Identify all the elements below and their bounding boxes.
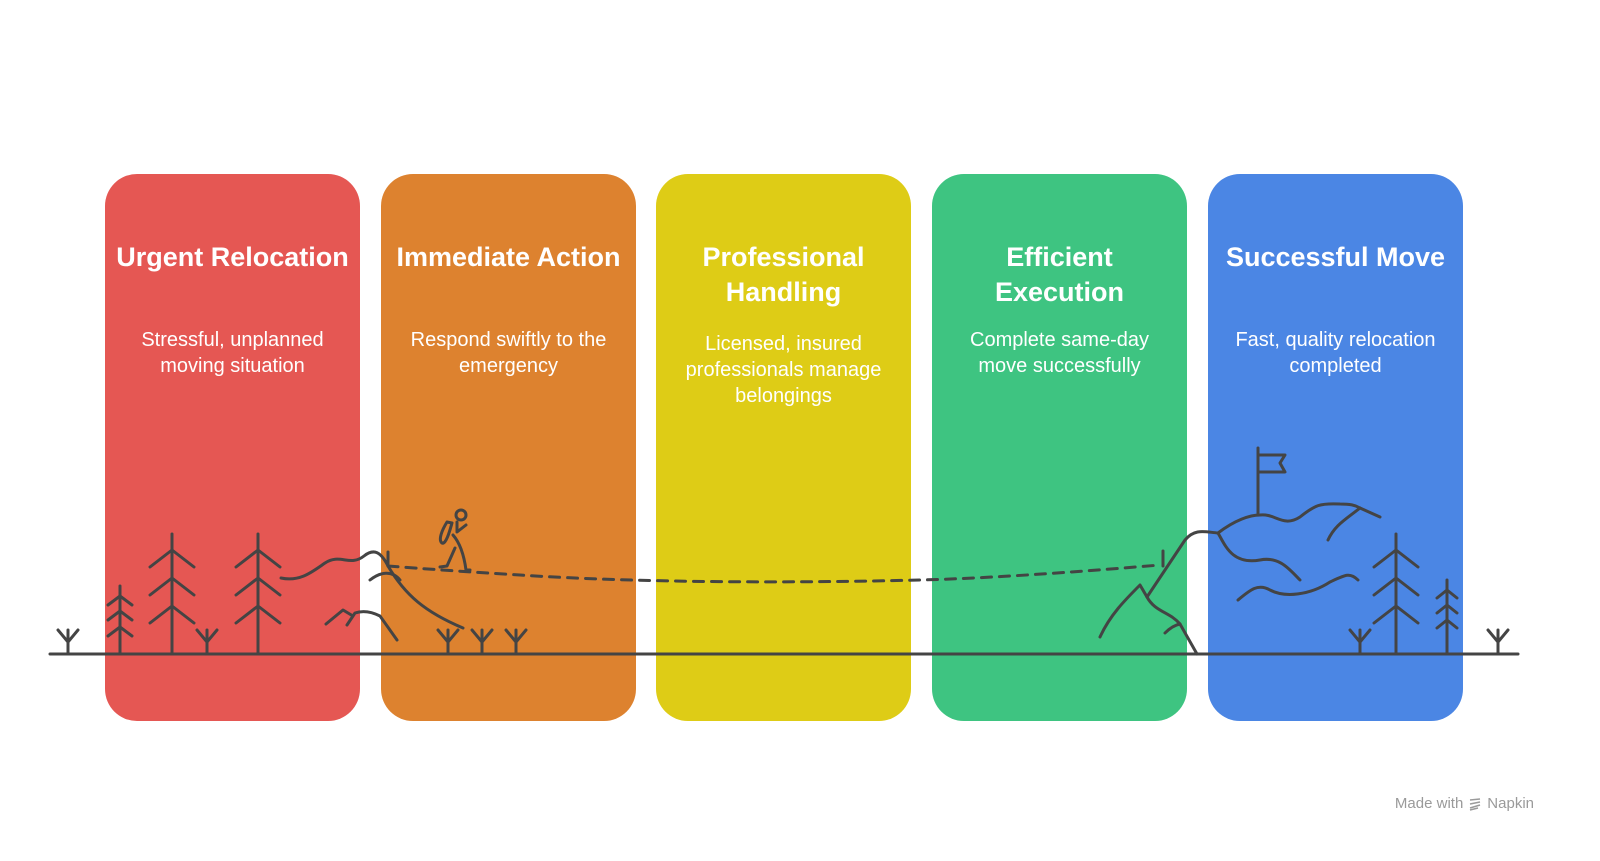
flag-icon <box>1256 446 1287 517</box>
hiker-icon <box>438 508 472 572</box>
step-card-professional-handling: Professional Handling Licensed, insured … <box>656 174 911 721</box>
step-card-immediate-action: Immediate Action Respond swiftly to the … <box>381 174 636 721</box>
tree-icon <box>148 532 196 656</box>
journey-dashed-path <box>386 563 1162 584</box>
napkin-watermark: Made with Napkin <box>1395 795 1534 812</box>
step-description: Complete same-day move successfully <box>970 329 1149 377</box>
step-title: Immediate Action <box>396 242 621 272</box>
step-title: Professional Handling <box>702 242 865 307</box>
step-description: Licensed, insured professionals manage b… <box>685 333 882 407</box>
step-title: Successful Move <box>1225 242 1446 272</box>
tree-icon <box>234 532 282 656</box>
step-description: Fast, quality relocation completed <box>1235 329 1436 377</box>
step-title: Urgent Relocation <box>116 242 349 272</box>
mountain-right-icon <box>1098 446 1382 656</box>
step-card-successful-move: Successful Move Fast, quality relocation… <box>1208 174 1463 721</box>
napkin-logo-icon <box>1470 797 1481 811</box>
tree-icon <box>1435 578 1459 656</box>
step-description: Stressful, unplanned moving situation <box>141 329 324 377</box>
tree-icon <box>106 584 134 656</box>
step-card-efficient-execution: Efficient Execution Complete same-day mo… <box>932 174 1187 721</box>
watermark-brand: Napkin <box>1487 795 1534 812</box>
hill-left-icon <box>279 550 465 642</box>
step-title: Efficient Execution <box>994 242 1125 307</box>
step-description: Respond swiftly to the emergency <box>410 329 607 377</box>
step-card-urgent-relocation: Urgent Relocation Stressful, unplanned m… <box>105 174 360 721</box>
tree-icon <box>1372 532 1420 656</box>
sprout-icons <box>56 628 1510 656</box>
watermark-prefix: Made with <box>1394 795 1464 812</box>
